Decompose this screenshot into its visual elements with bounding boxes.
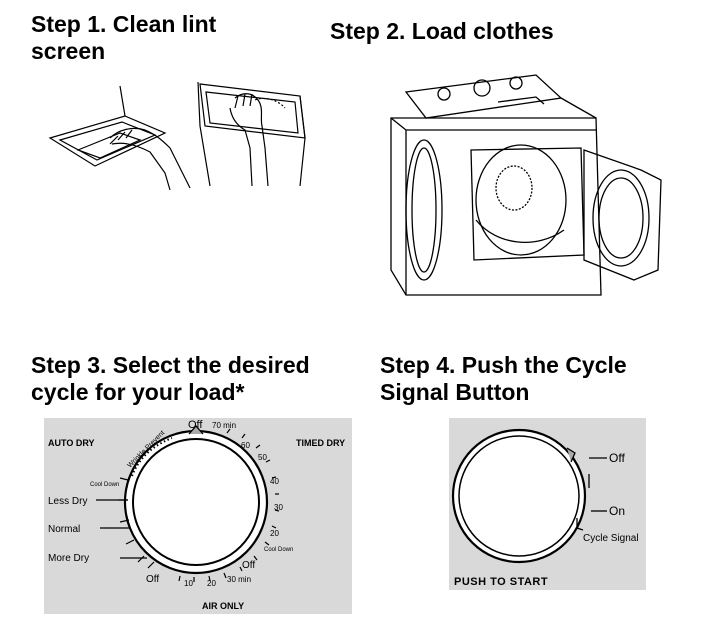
step4-title-line2: Signal Button (380, 379, 530, 405)
cycle-dial-graphic: AUTO DRY TIMED DRY Off 70 min Wrinkle Pr… (48, 419, 345, 611)
dial-off-top-label: Off (188, 419, 203, 431)
dial-20b-label: 20 (207, 579, 216, 588)
lint-screen-illustration (48, 81, 306, 191)
cycle-dial-panel: AUTO DRY TIMED DRY Off 70 min Wrinkle Pr… (44, 418, 352, 614)
normal-label: Normal (48, 524, 80, 535)
dial-50-label: 50 (258, 453, 267, 462)
console-knob-left-icon (437, 87, 451, 101)
timed-dry-label: TIMED DRY (296, 438, 345, 448)
dial-70min-label: 70 min (212, 421, 236, 430)
console-knob-right-icon (509, 76, 523, 90)
cycle-signal-graphic: Off On Cycle Signal PUSH TO START (451, 428, 639, 588)
cool-down-left-label: Cool Down (90, 482, 119, 488)
dial-20-label: 20 (270, 529, 279, 538)
dial-off-right-label: Off (242, 560, 255, 571)
dryer-load-clothes-illustration (390, 74, 662, 296)
air-only-label: AIR ONLY (202, 601, 244, 611)
step3-heading: Step 3. Select the desired cycle for you… (31, 352, 310, 406)
dial-off-left-label: Off (146, 574, 159, 585)
cycle-signal-panel: Off On Cycle Signal PUSH TO START (449, 418, 646, 590)
signal-off-label: Off (609, 451, 625, 465)
cycle-signal-label: Cycle Signal (583, 533, 639, 544)
push-to-start-label: PUSH TO START (454, 576, 548, 588)
dial-30-label: 30 (274, 503, 283, 512)
dial-pointer-icon (188, 425, 204, 435)
step1-title-line2: screen (31, 38, 106, 64)
step2-heading: Step 2. Load clothes (330, 18, 554, 45)
console-knob-middle-icon (473, 79, 491, 97)
signal-pointer-icon (566, 447, 576, 463)
dial-30min-label: 30 min (227, 575, 251, 584)
dial-10-label: 10 (184, 579, 193, 588)
dial-60-label: 60 (241, 441, 250, 450)
less-dry-label: Less Dry (48, 496, 87, 507)
auto-dry-label: AUTO DRY (48, 438, 95, 448)
signal-on-label: On (609, 504, 625, 518)
cool-down-right-label: Cool Down (264, 547, 293, 553)
step2-title: Step 2. Load clothes (330, 18, 554, 44)
dial-40-label: 40 (270, 477, 279, 486)
step4-heading: Step 4. Push the Cycle Signal Button (380, 352, 627, 406)
more-dry-label: More Dry (48, 553, 89, 564)
step3-title-line2: cycle for your load* (31, 379, 245, 405)
step4-title-line1: Step 4. Push the Cycle (380, 352, 627, 378)
step1-heading: Step 1. Clean lint screen (31, 11, 216, 65)
step1-title-line1: Step 1. Clean lint (31, 11, 217, 37)
step3-title-line1: Step 3. Select the desired (31, 352, 310, 378)
cycle-signal-button[interactable] (451, 428, 587, 564)
